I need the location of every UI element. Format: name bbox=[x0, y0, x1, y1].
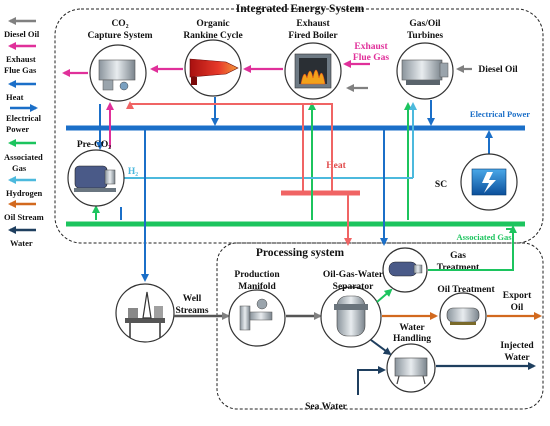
orc-label-line1: Organic bbox=[196, 19, 229, 29]
gas-oil-turbines bbox=[396, 42, 454, 100]
oil-treatment bbox=[439, 292, 487, 340]
water-handling bbox=[386, 343, 436, 393]
legend-diesel-oil-label: Diesel Oil bbox=[4, 29, 40, 39]
production-manifold bbox=[228, 289, 286, 347]
legend-hydrogen-label: Hydrogen bbox=[6, 188, 42, 198]
separator-band-icon bbox=[334, 304, 368, 310]
water-handling-leg-left-icon bbox=[396, 375, 400, 385]
co2-capture-unit-icon bbox=[98, 59, 136, 81]
separator-label-line2: Separator bbox=[333, 282, 374, 292]
pre-co2-label: Pre-CO₂ bbox=[77, 140, 111, 150]
gas-treatment-to-gas-bus-arrow bbox=[428, 225, 517, 271]
separator-vessel-icon bbox=[336, 295, 366, 337]
water-handling-label-line1: Water bbox=[399, 323, 425, 333]
boiler-label-line1: Exhaust bbox=[296, 19, 330, 29]
manifold-valve-icon bbox=[256, 298, 268, 310]
exhaust-fired-boiler bbox=[284, 42, 342, 100]
supercapacitor-unit bbox=[460, 153, 518, 211]
oil-gas-water-separator bbox=[320, 286, 382, 348]
pre-co2-compressor-icon bbox=[104, 169, 116, 185]
platform-circle bbox=[115, 283, 175, 343]
gas-treatment-label-line2: Treatment bbox=[437, 263, 480, 273]
injected-water-label-line1: Injected bbox=[500, 341, 534, 351]
separator-to-gas-treatment-arrow bbox=[376, 288, 393, 303]
heat-to-capture-line bbox=[129, 103, 333, 193]
oil-treatment-vessel-icon bbox=[446, 307, 480, 323]
pre-co2-motor-icon bbox=[74, 165, 108, 189]
co2-capture-system bbox=[89, 44, 147, 102]
legend-exhaust-label-line1: Exhaust bbox=[6, 54, 36, 64]
orc-stand-icon bbox=[191, 77, 197, 85]
co2-capture-label-line2: Capture System bbox=[87, 31, 152, 41]
exhaust-flue-gas-label-line1: Exhaust bbox=[354, 42, 388, 52]
orc-label-line2: Rankine Cycle bbox=[183, 31, 242, 41]
gas-treatment-unit-icon bbox=[388, 261, 418, 277]
co2-capture-base-icon bbox=[102, 79, 114, 91]
co2-capture-label-line1: CO₂ bbox=[111, 19, 128, 29]
well-streams-label-line2: Streams bbox=[175, 306, 208, 316]
hydrogen-h2-label: H₂ bbox=[128, 167, 138, 177]
legend-electrical-label-line2: Power bbox=[6, 124, 29, 134]
manifold-pipe-icon bbox=[239, 305, 251, 331]
orc-turbine-icon bbox=[189, 58, 239, 78]
manifold-header-icon bbox=[249, 311, 273, 321]
turbine-skid-icon bbox=[406, 80, 440, 85]
well-streams-label-line1: Well bbox=[183, 294, 202, 304]
water-handling-label-line2: Handling bbox=[393, 334, 431, 344]
separator-label-line1: Oil-Gas-Water bbox=[323, 270, 384, 280]
turbine-housing-icon bbox=[401, 59, 443, 81]
water-handling-leg-right-icon bbox=[422, 375, 426, 385]
sea-water-label: Sea Water bbox=[305, 402, 348, 412]
legend-associated-label-line1: Associated bbox=[4, 152, 43, 162]
gas-treatment bbox=[382, 247, 428, 293]
oil-treatment-skid-icon bbox=[450, 322, 476, 325]
sc-label: SC bbox=[435, 180, 447, 190]
lightning-icon bbox=[482, 172, 496, 193]
turbine-exhaust-icon bbox=[439, 62, 449, 78]
legend-oil-stream-label: Oil Stream bbox=[4, 212, 44, 222]
legend-exhaust-label-line2: Flue Gas bbox=[4, 65, 37, 75]
co2-capture-pump-icon bbox=[119, 81, 129, 91]
separator-to-water-handling-arrow bbox=[370, 339, 392, 356]
manifold-label-line2: Manifold bbox=[238, 282, 276, 292]
diagram-title: Integrated Energy System bbox=[236, 3, 365, 15]
pre-co2-unit bbox=[67, 149, 125, 207]
organic-rankine-cycle bbox=[184, 39, 242, 97]
gas-treatment-label-line1: Gas bbox=[450, 251, 466, 261]
electrical-power-label: Electrical Power bbox=[470, 109, 530, 119]
legend-water-label: Water bbox=[10, 238, 33, 248]
processing-system-title: Processing system bbox=[256, 247, 345, 259]
export-oil-label-line1: Export bbox=[503, 291, 532, 301]
sea-water-arrow bbox=[357, 366, 386, 395]
water-handling-tank-icon bbox=[394, 357, 428, 377]
legend-electrical-label-line1: Electrical bbox=[6, 113, 42, 123]
gas-bus-end bbox=[525, 224, 540, 236]
offshore-platform bbox=[115, 283, 175, 343]
oil-treatment-label: Oil Treatment bbox=[437, 285, 495, 295]
legend-heat-label: Heat bbox=[6, 92, 24, 102]
legend-associated-label-line2: Gas bbox=[12, 163, 27, 173]
exhaust-flue-gas-label-line2: Flue Gas bbox=[353, 53, 389, 63]
gas-treatment-valve-icon bbox=[413, 264, 423, 274]
diesel-oil-label: Diesel Oil bbox=[478, 65, 518, 75]
platform-crane-icon bbox=[154, 306, 163, 318]
export-oil-label-line2: Oil bbox=[511, 303, 524, 313]
legend: Diesel Oil Exhaust Flue Gas Heat Electri… bbox=[4, 17, 44, 248]
turbines-label-line2: Turbines bbox=[407, 31, 443, 41]
associated-gas-label: Associated Gas bbox=[456, 232, 512, 242]
manifold-label-line1: Production bbox=[234, 270, 280, 280]
platform-deck-icon bbox=[125, 318, 165, 323]
platform-module-icon bbox=[128, 308, 138, 318]
flame-icon bbox=[300, 69, 326, 85]
injected-water-label-line2: Water bbox=[504, 353, 530, 363]
turbines-label-line1: Gas/Oil bbox=[409, 19, 441, 29]
heat-label: Heat bbox=[326, 161, 346, 171]
boiler-label-line2: Fired Boiler bbox=[288, 31, 338, 41]
derrick-icon bbox=[142, 291, 152, 319]
pre-co2-base-icon bbox=[74, 188, 116, 192]
